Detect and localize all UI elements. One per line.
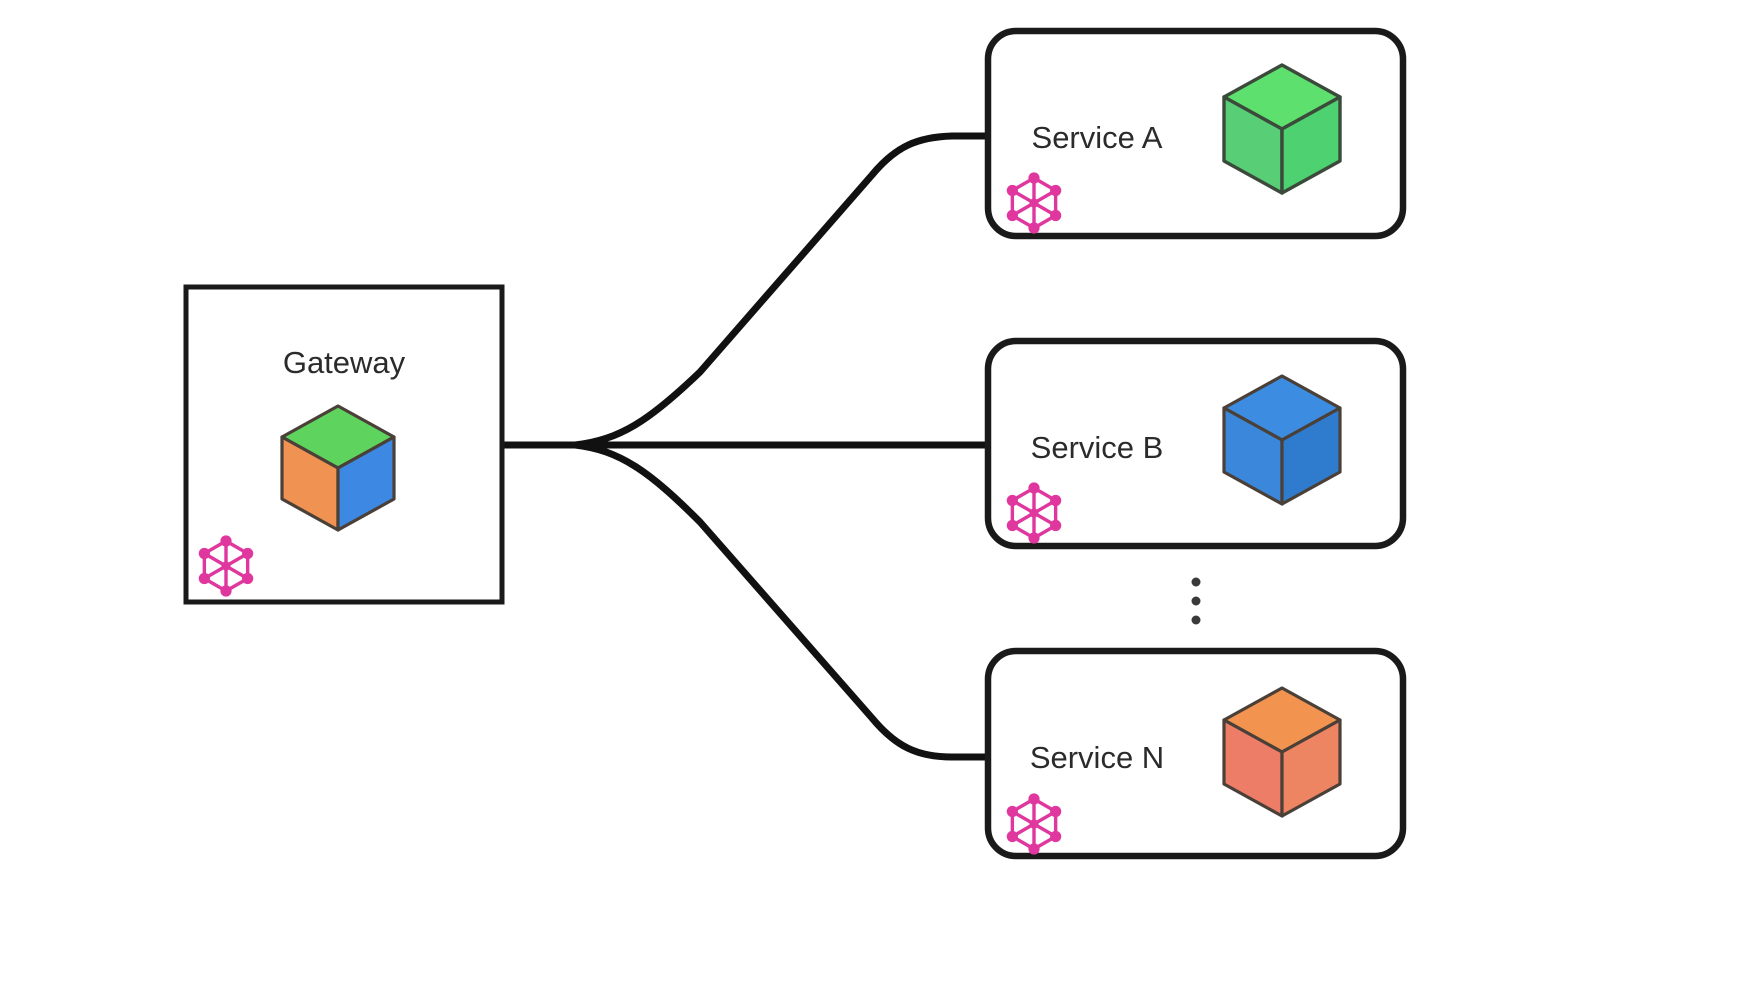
ellipsis-dot (1191, 596, 1201, 606)
ellipsis-dot (1191, 615, 1201, 625)
ellipsis-dot (1191, 577, 1201, 587)
service-n-cube (1222, 686, 1342, 818)
gateway-label: Gateway (283, 345, 406, 380)
vertical-ellipsis (1191, 577, 1201, 625)
connector-gateway-to-service-n (571, 441, 992, 761)
service-a-label: Service A (1032, 120, 1163, 155)
gateway-cube (280, 404, 396, 532)
service-b-cube (1222, 374, 1342, 506)
connector-group (498, 132, 992, 761)
service-a-cube (1222, 63, 1342, 195)
service-b-node[interactable]: Service B (984, 337, 1407, 550)
connector-gateway-to-service-a (571, 132, 992, 449)
service-n-label: Service N (1030, 740, 1164, 775)
service-b-label: Service B (1031, 430, 1164, 465)
cube-right-face (1280, 95, 1342, 195)
gateway-node[interactable]: Gateway (183, 284, 505, 605)
cube-right-face (336, 435, 396, 532)
cube-right-face (1280, 406, 1342, 506)
service-n-node[interactable]: Service N (984, 647, 1407, 860)
cube-right-face (1280, 718, 1342, 818)
service-a-node[interactable]: Service A (984, 27, 1407, 240)
